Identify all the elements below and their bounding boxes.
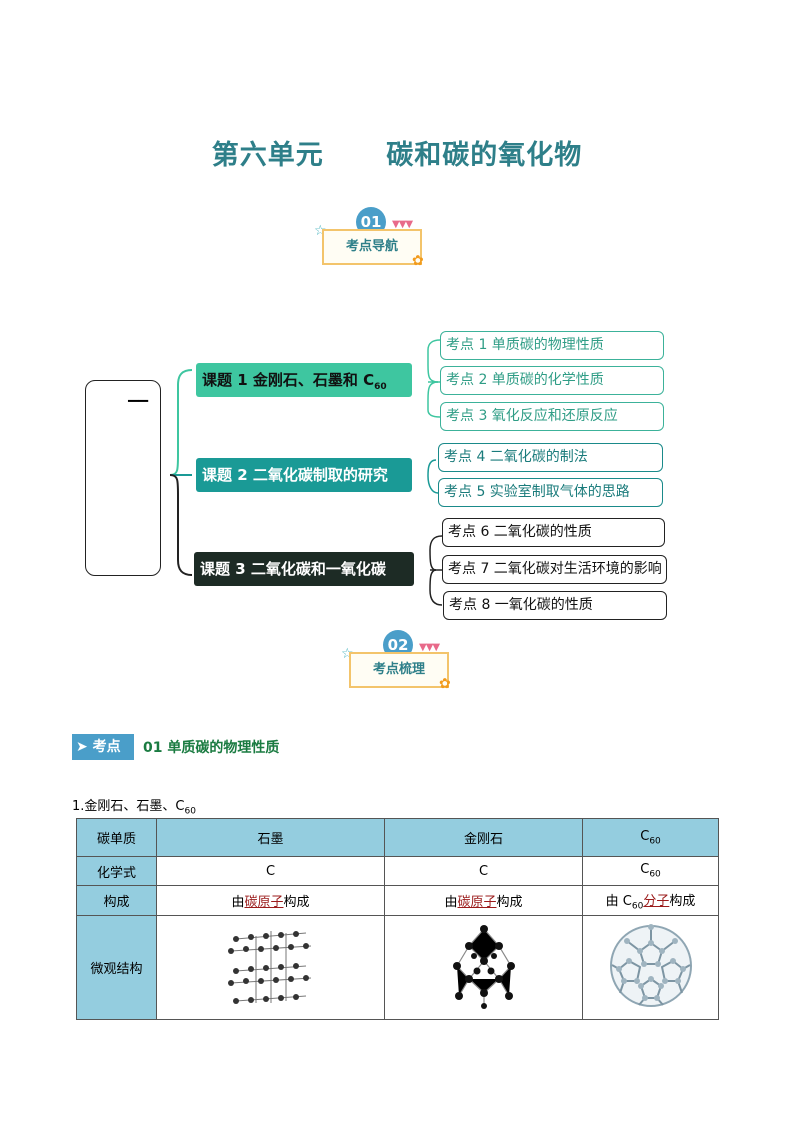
section-tag: ➤ 考点: [72, 734, 134, 760]
header-cell: C60: [582, 818, 719, 857]
topic-1: 课题 1 金刚石、石墨和 C60: [196, 363, 412, 397]
point-1: 考点 1 单质碳的物理性质: [440, 331, 664, 360]
mindmap-root: ▔▔: [85, 380, 161, 576]
cell-text: 由: [231, 895, 245, 910]
cell: 由碳原子构成: [384, 885, 583, 916]
cell-underlined: 分子: [643, 893, 670, 909]
section-badge-review: ☆ 02 ▼▼▼ 考点梳理 ✿: [341, 630, 471, 702]
topic-1-label: 课题 1 金刚石、石墨和 C: [202, 371, 375, 389]
cell: 由 C60分子构成: [582, 885, 719, 916]
sub-heading: 1.金刚石、石墨、C60: [72, 795, 196, 817]
graphite-structure-image: [227, 930, 311, 1004]
flower-icon: ✿: [412, 253, 424, 269]
sub-heading-text: 1.金刚石、石墨、C: [72, 799, 185, 814]
point-5: 考点 5 实验室制取气体的思路: [438, 478, 663, 507]
page-title: 第六单元 碳和碳的氧化物: [211, 140, 583, 171]
flower-icon: ✿: [439, 676, 451, 692]
bunting-icon: ▼▼▼: [419, 642, 440, 653]
cell-text: 构成: [669, 893, 696, 909]
header-sub: 60: [649, 836, 661, 847]
c60-structure-image: [609, 923, 692, 1007]
connector-point1: [427, 339, 441, 383]
point-2: 考点 2 单质碳的化学性质: [440, 366, 664, 395]
header-cell: 碳单质: [76, 818, 157, 857]
header-c: C: [640, 828, 650, 844]
header-cell: 石墨: [156, 818, 385, 857]
badge-label: 考点导航: [322, 229, 422, 265]
cell: C60: [582, 856, 719, 886]
carbon-table: 碳单质 石墨 金刚石 C60 化学式 C C C60 构成 由碳原子构成 由碳原…: [76, 818, 719, 1020]
cell-text: 构成: [283, 895, 310, 910]
cell-text: 由 C: [605, 893, 632, 909]
cell: C: [384, 856, 583, 886]
table-row: 化学式 C C C60: [76, 856, 719, 886]
cell-underlined: 碳原子: [244, 895, 284, 910]
cell-underlined: 碳原子: [457, 895, 497, 910]
row-label: 构成: [76, 885, 157, 916]
table-row: 微观结构: [76, 915, 719, 1020]
connector-point8: [429, 569, 443, 606]
row-label: 微观结构: [76, 915, 157, 1020]
header-cell: 金刚石: [384, 818, 583, 857]
connector-point6: [429, 535, 443, 571]
point-4: 考点 4 二氧化碳的制法: [438, 443, 663, 472]
section-title: 01 单质碳的物理性质: [143, 740, 280, 756]
point-3: 考点 3 氧化反应和还原反应: [440, 402, 664, 431]
cell: [582, 915, 719, 1020]
topic-2: 课题 2 二氧化碳制取的研究: [196, 458, 412, 492]
table-header-row: 碳单质 石墨 金刚石 C60: [76, 818, 719, 857]
section-badge-navigation: ☆ 01 ▼▼▼ 考点导航 ✿: [314, 207, 444, 279]
cell-text: 由: [444, 895, 458, 910]
cell-c: C: [640, 862, 650, 878]
cell-sub: 60: [649, 869, 661, 880]
table-row: 构成 由碳原子构成 由碳原子构成 由 C60分子构成: [76, 885, 719, 916]
connector-topic1: [169, 369, 193, 476]
point-6: 考点 6 二氧化碳的性质: [442, 518, 665, 547]
topic-1-sub: 60: [374, 382, 387, 392]
connector-point45: [427, 459, 439, 494]
cell: [384, 915, 583, 1020]
sub-heading-sub: 60: [184, 806, 196, 817]
cell-text: 构成: [496, 895, 523, 910]
topic-3: 课题 3 二氧化碳和一氧化碳: [194, 552, 414, 586]
root-marker-icon: ▔▔: [128, 401, 148, 416]
cell: C: [156, 856, 385, 886]
badge-label: 考点梳理: [349, 652, 449, 688]
bunting-icon: ▼▼▼: [392, 219, 413, 230]
point-8: 考点 8 一氧化碳的性质: [443, 591, 667, 620]
cell: 由碳原子构成: [156, 885, 385, 916]
point-7: 考点 7 二氧化碳对生活环境的影响: [442, 555, 667, 584]
connector-point3: [427, 381, 441, 418]
diamond-structure-image: [452, 924, 515, 1009]
row-label: 化学式: [76, 856, 157, 886]
mindmap-connectors: [169, 339, 443, 606]
connector-topic3: [169, 474, 193, 576]
cell-sub: 60: [631, 901, 644, 912]
cell: [156, 915, 385, 1020]
